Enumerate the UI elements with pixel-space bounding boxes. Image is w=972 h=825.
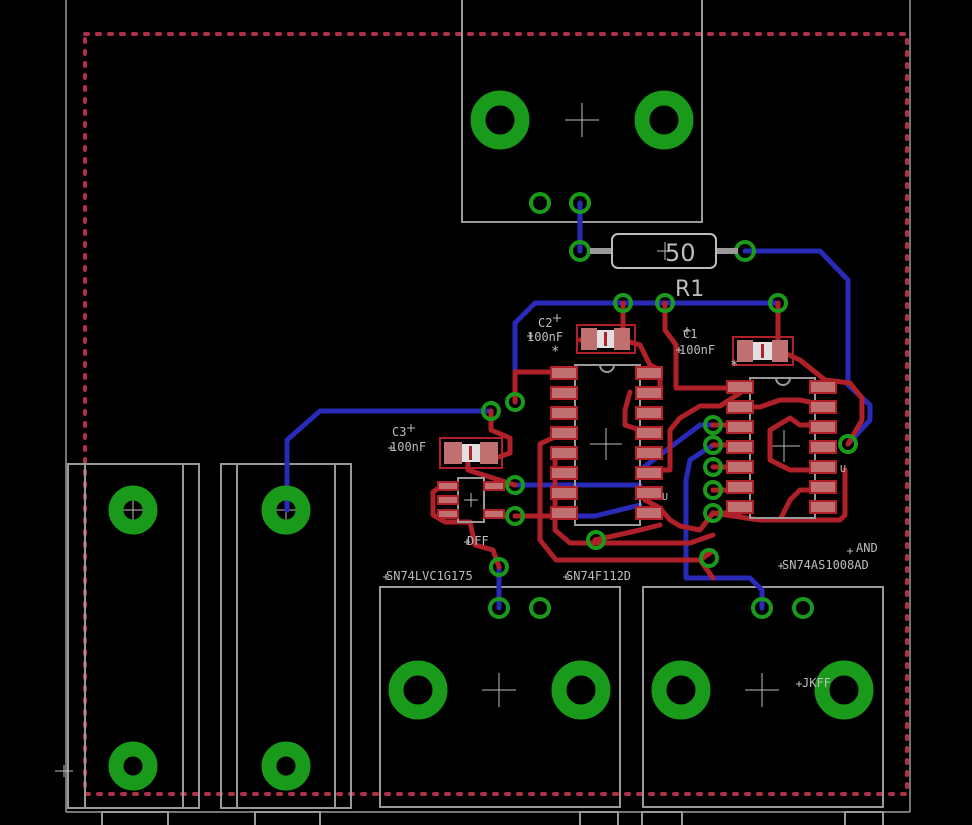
c2-name-label: C2 xyxy=(538,316,552,330)
resistor-r1: 50 R1 xyxy=(590,233,738,302)
and-part-label: SN74AS1008AD xyxy=(782,558,869,572)
c2-value-label: 100nF xyxy=(527,330,563,344)
silkscreen-labels xyxy=(383,314,853,687)
ic-sn74f112d: U xyxy=(550,364,668,526)
dff-part-label: SN74LVC1G175 xyxy=(386,569,473,583)
jkff-part-label: SN74F112D xyxy=(566,569,631,583)
c1-pin1-star: * xyxy=(730,358,738,374)
c3-value-label: 100nF xyxy=(390,440,426,454)
keepout-border xyxy=(83,32,909,796)
jkff-name-label: JKFF xyxy=(802,676,831,690)
dff-name-label: DFF xyxy=(467,534,489,548)
r1-name-label: R1 xyxy=(675,277,704,302)
capacitor-c2 xyxy=(576,324,636,354)
ic-u3-mark: U xyxy=(840,464,846,475)
board-outline xyxy=(65,0,911,813)
c3-name-label: C3 xyxy=(392,425,406,439)
ic-u2-mark: U xyxy=(662,492,668,503)
c1-name-label: C1 xyxy=(683,327,697,341)
r1-value-label: 50 xyxy=(665,239,696,267)
c1-value-label: 100nF xyxy=(679,343,715,357)
capacitor-c3 xyxy=(439,437,503,469)
ic-sn74as1008ad: U xyxy=(726,377,846,519)
ic-sn74lvc1g175 xyxy=(437,477,505,523)
mounting-pads xyxy=(108,90,874,791)
c2-pin1-star: * xyxy=(551,344,559,360)
capacitor-c1 xyxy=(732,336,794,366)
and-name-label: AND xyxy=(856,541,878,555)
vias xyxy=(481,192,858,619)
